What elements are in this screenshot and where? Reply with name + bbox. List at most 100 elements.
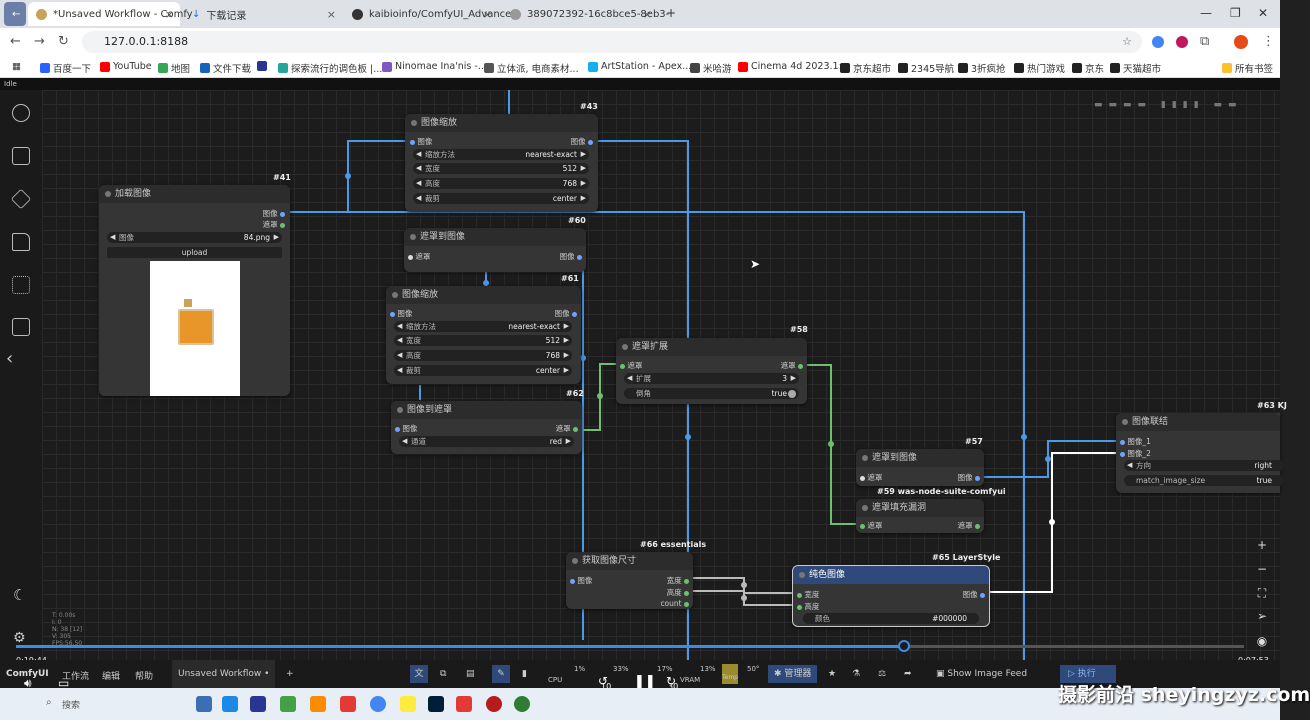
bookmark-item[interactable]: 2345导航: [898, 61, 954, 75]
avatar[interactable]: [1234, 35, 1248, 49]
taskbar-app-icon[interactable]: [486, 696, 502, 712]
node-mask-to-image-57[interactable]: 遮罩到图像 遮罩 图像: [856, 449, 984, 486]
all-bookmarks[interactable]: 所有书签: [1222, 61, 1273, 75]
clipboard-icon[interactable]: ▤: [466, 669, 475, 679]
input-port[interactable]: 图像: [390, 308, 412, 319]
translate-icon[interactable]: 文: [410, 665, 428, 683]
bookmark-icon[interactable]: ▮: [522, 669, 527, 679]
bookmark-item[interactable]: 立体派, 电商素材...: [484, 61, 579, 75]
new-tab-icon[interactable]: +: [666, 6, 677, 20]
input-port[interactable]: 遮罩: [620, 360, 642, 371]
input-port[interactable]: 图像_2: [1120, 448, 1151, 459]
pointer-mode-icon[interactable]: ➢: [1256, 609, 1268, 623]
output-port[interactable]: 图像: [571, 136, 593, 147]
taskbar-app-icon[interactable]: [250, 696, 266, 712]
input-port[interactable]: 图像_1: [1120, 436, 1151, 447]
puzzle-icon[interactable]: ⧉: [1200, 34, 1210, 49]
node-library-icon[interactable]: [12, 276, 30, 294]
reload-icon[interactable]: ↻: [58, 34, 69, 49]
input-port[interactable]: 图像: [570, 575, 592, 586]
bookmark-item[interactable]: 京东: [1072, 61, 1104, 75]
tab-downloads[interactable]: ↓ 下载记录 ×: [192, 7, 336, 22]
url-input[interactable]: 127.0.0.1:8188 ☆: [82, 31, 1142, 53]
pause-icon[interactable]: ❚❚: [634, 674, 656, 689]
bookmark-item[interactable]: [257, 61, 267, 71]
photoshop-icon[interactable]: [428, 696, 444, 712]
node-get-image-size-66[interactable]: 获取图像尺寸 图像 宽度 高度 count: [566, 552, 693, 609]
extension-icon[interactable]: [1176, 36, 1188, 48]
taskbar-search[interactable]: 搜索: [62, 701, 81, 711]
bookmark-item[interactable]: 米哈游: [690, 61, 732, 75]
color-input[interactable]: 颜色#000000: [803, 613, 979, 624]
back-tab-icon[interactable]: ←: [4, 2, 26, 26]
bookmark-item[interactable]: 天猫超市: [1110, 61, 1161, 75]
moon-icon[interactable]: ☾: [13, 586, 27, 604]
node-mask-to-image-60[interactable]: 遮罩到图像 遮罩 图像: [404, 228, 586, 272]
apps-icon[interactable]: ▦: [12, 61, 21, 72]
bookmark-item[interactable]: 热门游戏: [1014, 61, 1065, 75]
output-port[interactable]: count: [660, 599, 689, 608]
visibility-icon[interactable]: ◉: [1256, 634, 1268, 648]
output-port[interactable]: 图像: [555, 308, 577, 319]
taskbar-app-icon[interactable]: [196, 696, 212, 712]
output-port[interactable]: 遮罩: [556, 423, 578, 434]
brush-icon[interactable]: ✎: [492, 665, 510, 683]
bookmark-item[interactable]: 百度一下: [40, 61, 91, 75]
input-port[interactable]: 高度: [797, 601, 819, 612]
output-port[interactable]: 图像: [263, 208, 285, 219]
output-port[interactable]: 图像: [958, 472, 980, 483]
close-tab-icon[interactable]: ×: [642, 7, 652, 21]
bookmark-item[interactable]: YouTube: [100, 61, 152, 72]
cube-icon[interactable]: [10, 188, 32, 210]
output-port[interactable]: 遮罩: [263, 219, 285, 230]
output-port[interactable]: 图像: [560, 251, 582, 262]
tab-github[interactable]: kaibioinfo/ComfyUI_Advance ×: [344, 2, 511, 26]
taskbar-app-icon[interactable]: [280, 696, 296, 712]
folder-icon[interactable]: [12, 233, 30, 251]
run-button[interactable]: ▷ 执行: [1060, 665, 1116, 683]
scale-icon[interactable]: ⚖: [878, 669, 887, 679]
chrome-icon[interactable]: [370, 696, 386, 712]
collapse-chevron-icon[interactable]: ‹: [6, 348, 14, 369]
forward-skip-icon[interactable]: ↻: [666, 674, 677, 688]
history-icon[interactable]: [12, 104, 30, 122]
search-icon[interactable]: ⌕: [46, 697, 52, 708]
input-port[interactable]: 遮罩: [860, 472, 882, 483]
tab-comfy[interactable]: *Unsaved Workflow - Comfy ×: [28, 2, 193, 26]
maximize-icon[interactable]: ❐: [1230, 6, 1241, 20]
align-toolbar-icons[interactable]: ▬▬▬▬ ▮▮▮▮ ▬▬: [1094, 100, 1243, 110]
output-port[interactable]: 高度: [667, 587, 689, 598]
new-workflow-icon[interactable]: +: [286, 669, 294, 679]
minimize-icon[interactable]: —: [1200, 6, 1212, 20]
close-tab-icon[interactable]: ×: [326, 7, 336, 21]
fit-view-icon[interactable]: ⛶: [1257, 586, 1267, 600]
image-gallery-icon[interactable]: [12, 318, 30, 336]
input-port[interactable]: 图像: [395, 423, 417, 434]
menu-edit[interactable]: 编辑: [102, 672, 121, 682]
menu-help[interactable]: 帮助: [135, 672, 154, 682]
image-feed-toggle[interactable]: ▣ Show Image Feed: [936, 669, 1028, 679]
node-fill-mask-holes-59[interactable]: 遮罩填充漏洞 遮罩 遮罩: [856, 499, 984, 533]
share-icon[interactable]: ➦: [904, 669, 912, 679]
back-icon[interactable]: ←: [10, 34, 21, 49]
subtitle-icon[interactable]: ▭: [58, 676, 70, 690]
queue-icon[interactable]: [12, 147, 30, 165]
taskbar-app-icon[interactable]: [456, 696, 472, 712]
input-port[interactable]: 遮罩: [860, 520, 882, 531]
node-solid-color-image-65[interactable]: 纯色图像 宽度 高度 图像 颜色#000000: [792, 565, 990, 627]
